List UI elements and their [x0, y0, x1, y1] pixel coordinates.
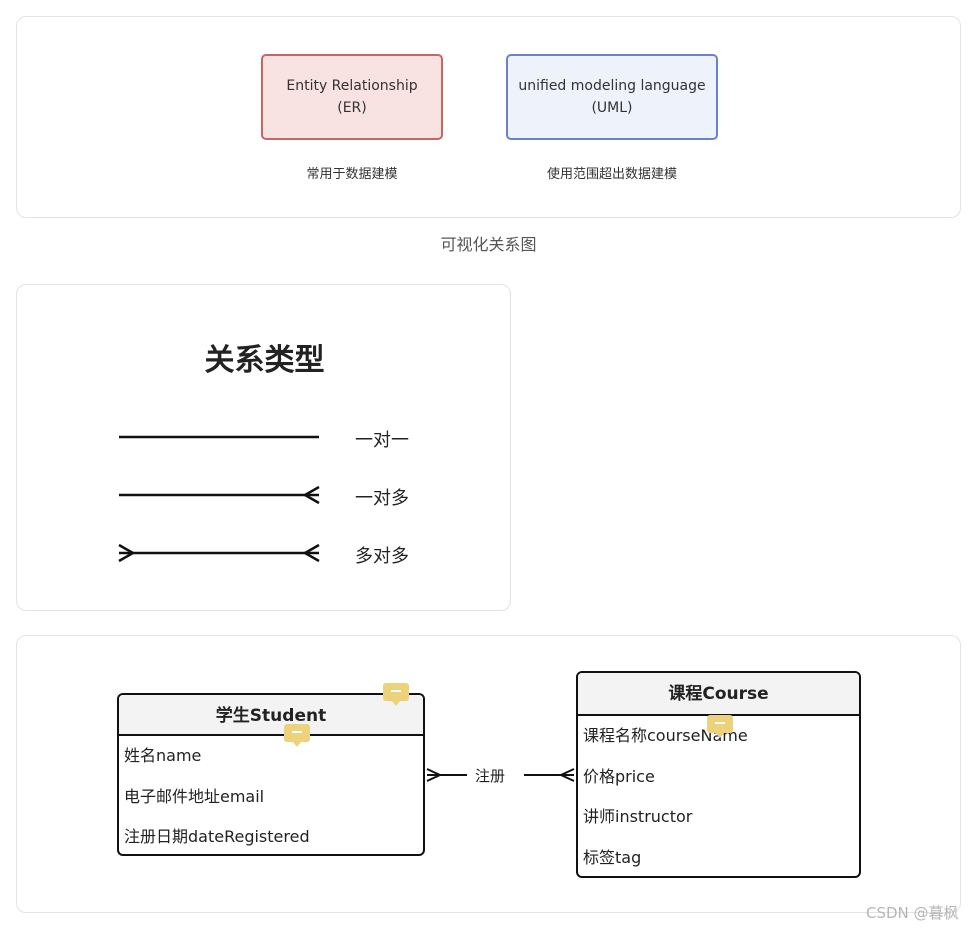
uml-box-title: unified modeling language	[518, 78, 706, 94]
crowfoot-icon	[426, 768, 443, 782]
crowfoot-icon	[302, 543, 320, 563]
course-field-name: 课程名称courseName	[583, 726, 748, 745]
relationship-types-title: 关系类型	[204, 343, 325, 378]
relationship-connector	[426, 768, 575, 782]
uml-box: unified modeling language (UML)	[506, 54, 718, 140]
crowfoot-icon	[302, 485, 320, 505]
course-field-price: 价格price	[583, 766, 655, 786]
one-to-one-label: 一对一	[355, 430, 409, 451]
student-entity[interactable]: 学生Student 姓名name 电子邮件地址email 注册日期dateReg…	[117, 693, 425, 856]
uml-caption: 使用范围超出数据建模	[546, 167, 677, 182]
crowfoot-icon	[118, 543, 136, 563]
one-to-many-label: 一对多	[355, 488, 409, 509]
relationship-lines	[118, 435, 320, 563]
figure-caption: 可视化关系图	[440, 235, 537, 254]
student-entity-title: 学生Student	[119, 695, 423, 736]
watermark: CSDN @暮枫	[866, 904, 959, 922]
crowfoot-icon	[558, 768, 575, 782]
course-field-tag: 标签tag	[583, 847, 642, 867]
er-box: Entity Relationship (ER)	[261, 54, 443, 140]
uml-box-abbr: (UML)	[591, 100, 633, 116]
many-to-many-label: 多对多	[355, 546, 409, 567]
course-entity-title: 课程Course	[578, 673, 859, 716]
student-field-email: 电子邮件地址email	[124, 786, 265, 806]
comment-icon[interactable]	[707, 715, 733, 738]
student-field-name: 姓名name	[124, 746, 202, 765]
student-field-date-registered: 注册日期dateRegistered	[124, 827, 310, 846]
model-types-panel: Entity Relationship (ER) 常用于数据建模 unified…	[16, 16, 961, 218]
relationship-types-panel: 关系类型 一对一 一对多 多对多	[16, 284, 511, 611]
comment-icon[interactable]	[284, 724, 310, 747]
er-box-title: Entity Relationship	[286, 78, 418, 94]
comment-icon[interactable]	[383, 683, 409, 706]
er-diagram-panel: 注册 学生Student 姓名name 电子邮件地址email 注册日期date…	[16, 635, 961, 913]
er-caption: 常用于数据建模	[306, 167, 398, 182]
relationship-label: 注册	[475, 767, 506, 785]
er-box-abbr: (ER)	[337, 100, 367, 116]
course-entity[interactable]: 课程Course 课程名称courseName 价格price 讲师instru…	[576, 671, 861, 878]
course-field-instructor: 讲师instructor	[583, 807, 693, 826]
